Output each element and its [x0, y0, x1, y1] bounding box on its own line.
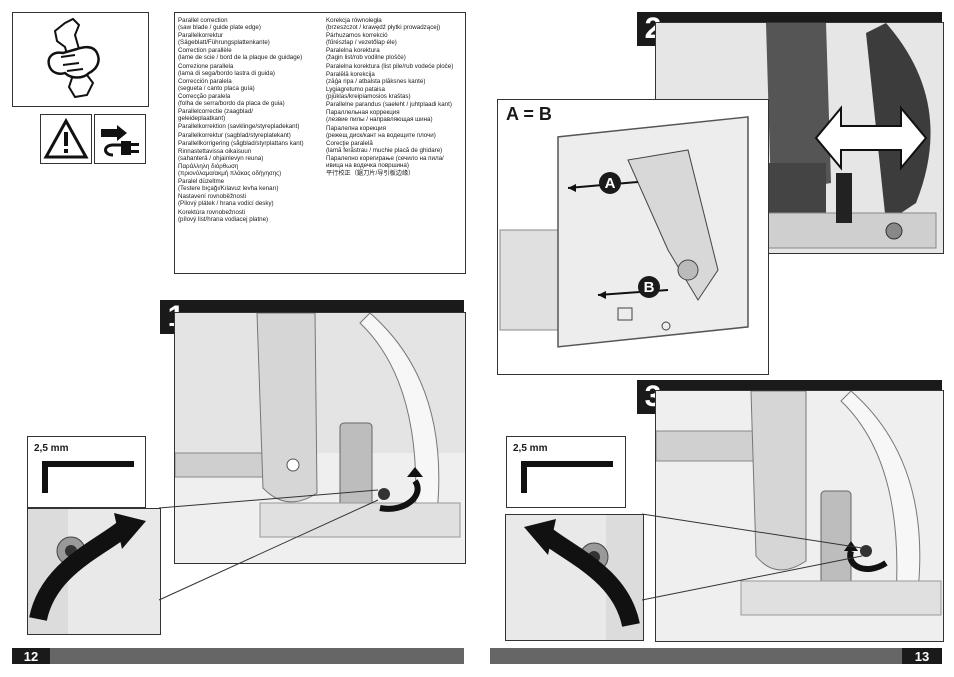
legend-entry: Parallelkorrektur (sagblad/styreplatekan…: [178, 131, 291, 139]
marker-a-badge: A: [599, 172, 621, 194]
legend-entry: 平行校正（鋸刀片/导引板边缘）: [326, 170, 415, 178]
hex-key-callout-right: 2,5 mm: [506, 436, 626, 508]
hex-key-size-label: 2,5 mm: [34, 443, 69, 454]
legend-column-1: Parallel correction(saw blade / guide pl…: [178, 17, 320, 224]
page-number-right: 13: [902, 648, 942, 664]
step-2-header-bar: [637, 12, 942, 24]
legend-column-2: Korekcja równoległa(brzeszczot / krawędź…: [326, 17, 464, 178]
step-3-saw-photo: [655, 390, 944, 642]
legend-entry: Corecţie paralelă(lamă ferăstrau / muchi…: [326, 139, 443, 154]
legend-entry: Parallelkorrektur(Sägeblatt/Führungsplat…: [178, 32, 270, 47]
legend-entry: Paralel düzeltme(Testere bıçağı/Kılavuz …: [178, 178, 279, 193]
warning-icon: [40, 114, 92, 164]
correction-legend: Parallel correction(saw blade / guide pl…: [174, 12, 466, 274]
legend-entry: Parallellkorrigering (sågblad/styrplatta…: [178, 139, 304, 147]
blade-alignment-diagram: A = B A B: [497, 99, 769, 375]
legend-entry: Rinnastettavissa oikaisuun(sahanterä / o…: [178, 147, 264, 162]
legend-entry: Paralēlā korekcija(zāģa ripa / atbalsta …: [326, 70, 426, 85]
legend-entry: Παράλληλη διόρθωση(πριονόλαμα/ακμή πλάκα…: [178, 163, 282, 178]
step-3-header-bar: [637, 380, 942, 392]
step-3-zoom-inset: [505, 514, 644, 641]
page-number-left: 12: [12, 648, 50, 664]
step-1-zoom-inset: [27, 508, 161, 635]
legend-entry: Correzione parallela(lama di sega/bordo …: [178, 62, 275, 77]
legend-entry: Paralelna korektura(žagin list/rob vodil…: [326, 47, 406, 62]
step-1-saw-photo: [174, 312, 466, 564]
legend-entry: Korektúra rovnobežnosti(pílový list/hran…: [178, 208, 269, 223]
legend-entry: Паралелно корегирање (сечило на пила/иви…: [326, 154, 444, 169]
legend-entry: Nastavení rovnoběžnosti(Pilový plátek / …: [178, 193, 274, 208]
maintenance-icon-box: [12, 12, 149, 107]
hand-wrench-icon: [47, 17, 100, 99]
legend-entry: Parallel correction(saw blade / guide pl…: [178, 17, 261, 31]
legend-entry: Параллельная коррекция(лезвие пилы / нап…: [326, 109, 433, 124]
hex-key-icon: [521, 461, 613, 493]
hex-key-size-label: 2,5 mm: [513, 443, 548, 454]
hex-key-icon: [42, 461, 134, 493]
step-1-header-bar: [160, 300, 464, 312]
legend-entry: Correcção paralela(folha de serra/bordo …: [178, 92, 285, 107]
footer-bar-left: [50, 648, 464, 664]
alignment-equation: A = B: [506, 104, 552, 124]
legend-entry: Parallelne parandus (saeleht / juhtplaad…: [326, 101, 452, 109]
legend-entry: Lygiagretumo pataisa(pjūklas/kreipiamosi…: [326, 85, 411, 100]
legend-entry: Correction parallèle(lame de scie / bord…: [178, 47, 303, 62]
hex-key-callout-left: 2,5 mm: [27, 436, 146, 508]
footer-bar-right: [490, 648, 902, 664]
marker-b-badge: B: [638, 276, 660, 298]
legend-entry: Parallelkorrektion (savklinge/styreplade…: [178, 123, 300, 131]
legend-entry: Parallelcorrectie (zaagblad/geleideplaat…: [178, 108, 253, 123]
step-2-saw-photo: [655, 22, 944, 254]
step-1-zoom-lines: [158, 489, 379, 601]
legend-entry: Паралелна корекция(режещ диск/кант на во…: [326, 124, 436, 139]
unplug-icon: [94, 114, 146, 164]
legend-entry: Korekcja równoległa(brzeszczot / krawędź…: [326, 17, 441, 31]
step-3-zoom-lines: [641, 513, 863, 601]
legend-entry: Paralelna korektura (list pile/rub vodeć…: [326, 62, 454, 70]
legend-entry: Corrección paralela(segueta / canto plac…: [178, 77, 255, 92]
legend-entry: Párhuzamos korrekció(fűrészlap / vezetől…: [326, 32, 397, 47]
